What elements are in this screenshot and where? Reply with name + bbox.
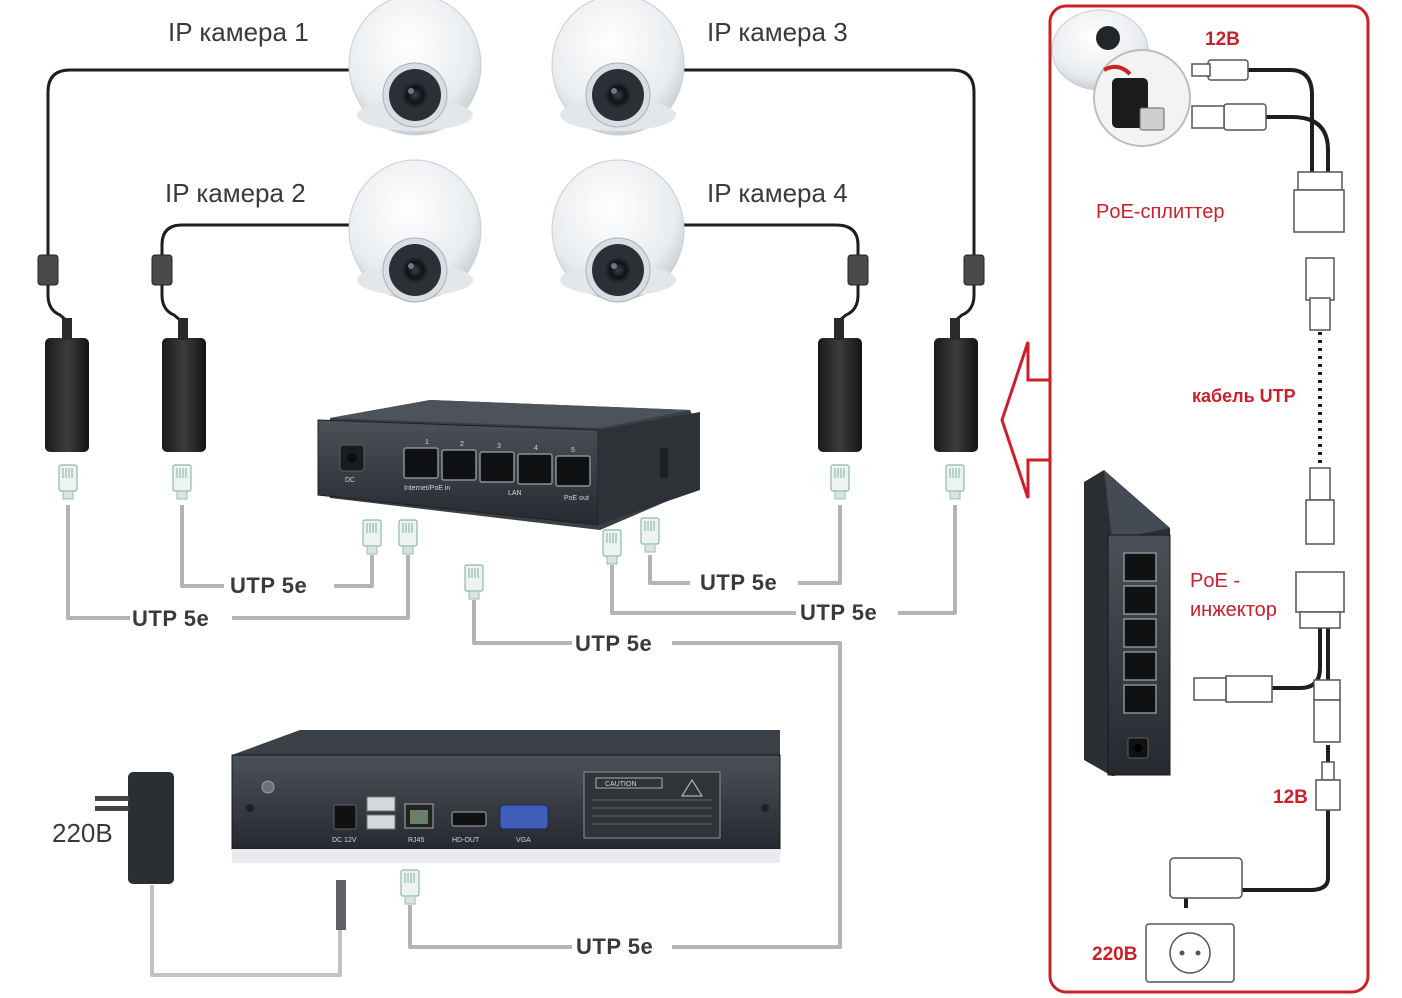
camera-4 (551, 159, 685, 303)
utp-label-2: UTP 5e (132, 606, 209, 631)
nvr-rj45-caption: RJ45 (408, 837, 424, 844)
inset-injector-label-2: инжектор (1190, 599, 1277, 621)
inset-injector-label-1: PoE - (1190, 570, 1240, 592)
poe-splitter-2 (162, 318, 206, 452)
inset-poe-injector-device (1084, 470, 1171, 776)
inset-rj45-top (1191, 103, 1267, 131)
poe-splitter-4 (934, 318, 978, 452)
switch-port-5: 5 (571, 447, 575, 454)
camera-1 (348, 0, 482, 136)
inset-voltage-bottom-label: 12В (1273, 787, 1308, 808)
camera-4-label: IP камера 4 (707, 178, 848, 208)
inset-camera (1051, 9, 1191, 147)
inset-cable-label: кабель UTP (1192, 386, 1296, 406)
utp-label-1: UTP 5e (230, 573, 307, 598)
camera-2 (348, 159, 482, 303)
switch-poe-out-caption: PoE out (564, 495, 589, 502)
inset-wall-socket (1145, 923, 1235, 983)
switch-port-3: 3 (497, 443, 501, 450)
poe-switch: DC 1 2 3 4 5 Internet/PoE in LAN PoE out (317, 400, 700, 530)
red-arrow (1000, 341, 1050, 499)
inset-cables (1184, 68, 1330, 908)
utp-cables (66, 505, 957, 977)
poe-splitters (45, 318, 978, 452)
switch-port-4: 4 (534, 445, 538, 452)
inset-voltage-top-label: 12В (1205, 29, 1240, 50)
inset-dc-plug-bottom (1315, 761, 1341, 811)
mains-label: 220В (52, 818, 113, 848)
inset-splitter-box (1293, 171, 1345, 233)
camera-3 (551, 0, 685, 136)
inset-rj45-mid-bottom (1305, 467, 1335, 545)
inset-rj45-mid-top (1305, 257, 1335, 331)
switch-port-1: 1 (425, 439, 429, 446)
utp-label-5: UTP 5e (575, 631, 652, 656)
poe-splitter-3 (818, 318, 862, 452)
nvr-vga-caption: VGA (516, 837, 531, 844)
camera-3-label: IP камера 3 (707, 17, 848, 47)
poe-splitter-1 (45, 318, 89, 452)
switch-ports (403, 447, 591, 487)
inset-mains-label: 220В (1092, 944, 1137, 965)
inset-power-adapter (1169, 857, 1243, 899)
inset-splitter-label: PoE-сплиттер (1096, 201, 1224, 223)
inset-dc-plug-injector (1313, 679, 1341, 743)
utp-label-4: UTP 5e (800, 600, 877, 625)
nvr-dc-caption: DC 12V (332, 837, 357, 844)
inset-rj45-injector (1193, 675, 1273, 703)
nvr-hdout-caption: HD-OUT (452, 837, 480, 844)
nvr-caution-caption: CAUTION (605, 781, 637, 788)
utp-label-3: UTP 5e (700, 570, 777, 595)
cable-plugs (37, 254, 985, 286)
camera-cables (46, 68, 976, 322)
utp-label-6: UTP 5e (576, 934, 653, 959)
camera-2-label: IP камера 2 (165, 178, 306, 208)
power-adapter (95, 772, 346, 930)
switch-port-2: 2 (460, 441, 464, 448)
switch-lan-caption: LAN (508, 490, 522, 497)
inset-injector-box (1295, 571, 1345, 629)
camera-1-label: IP камера 1 (168, 17, 309, 47)
inset-dc-plug-top (1191, 59, 1249, 81)
switch-dc-caption: DC (345, 477, 355, 484)
nvr-recorder: DC 12V RJ45 HD-OUT VGA CAUTION (231, 730, 781, 863)
switch-ports-caption: Internet/PoE in (404, 485, 450, 492)
